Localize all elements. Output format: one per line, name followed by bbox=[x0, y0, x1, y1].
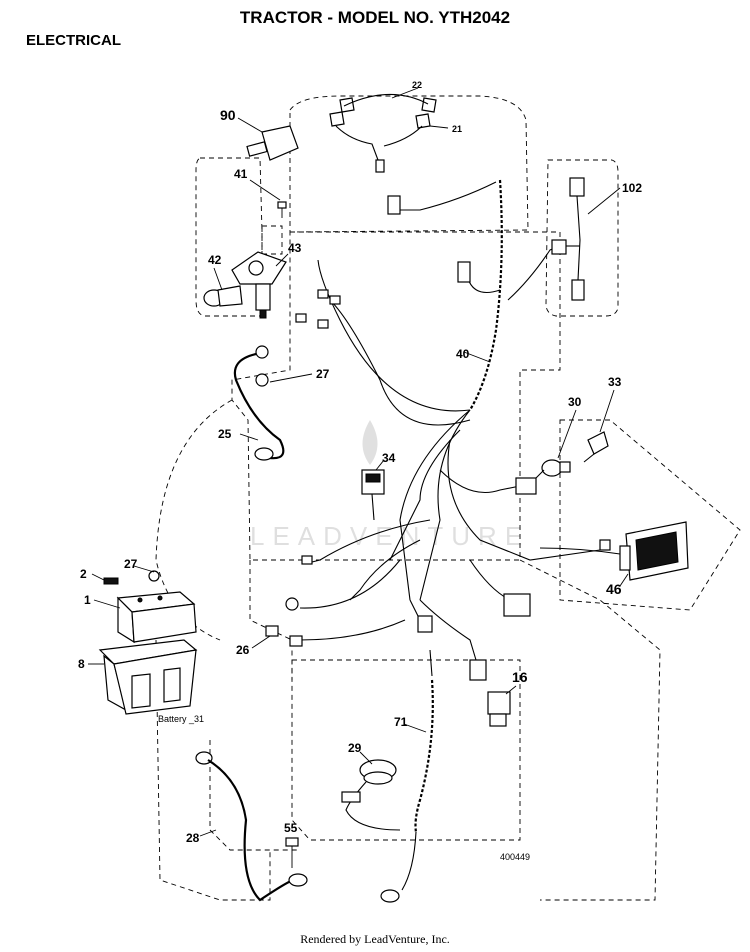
tractor-outline bbox=[155, 95, 741, 901]
callout-8: 8 bbox=[78, 657, 85, 671]
coiled-cable-71 bbox=[380, 649, 434, 903]
callout-34: 34 bbox=[382, 451, 396, 465]
ignition-switch-43 bbox=[231, 251, 287, 319]
watermark-logo: LEADVENTURE bbox=[250, 420, 530, 551]
main-harness-40 bbox=[299, 179, 601, 661]
callout-42: 42 bbox=[208, 253, 222, 267]
hour-meter-46 bbox=[539, 521, 689, 581]
callout-71: 71 bbox=[394, 715, 408, 729]
svg-text:LEADVENTURE: LEADVENTURE bbox=[250, 521, 530, 551]
callout-22: 22 bbox=[412, 80, 422, 90]
callout-90: 90 bbox=[220, 107, 236, 123]
callout-46: 46 bbox=[606, 581, 622, 597]
harness-connectors bbox=[295, 289, 537, 681]
switch-33 bbox=[583, 431, 609, 463]
callout-1: 1 bbox=[84, 593, 91, 607]
callout-21: 21 bbox=[452, 124, 462, 134]
relay-16 bbox=[487, 691, 511, 727]
callout-25: 25 bbox=[218, 427, 232, 441]
seat-switch-29 bbox=[341, 759, 401, 831]
callout-43: 43 bbox=[288, 241, 302, 255]
callout-55: 55 bbox=[284, 821, 298, 835]
callout-30: 30 bbox=[568, 395, 582, 409]
wire-102 bbox=[566, 177, 585, 301]
callout-40: 40 bbox=[456, 347, 470, 361]
footer-credit: Rendered by LeadVenture, Inc. bbox=[300, 932, 450, 946]
battery-note: Battery _31 bbox=[158, 714, 204, 724]
headlights-22 bbox=[329, 93, 437, 173]
section-title: ELECTRICAL bbox=[26, 32, 121, 49]
callout-2: 2 bbox=[80, 567, 87, 581]
callout-29: 29 bbox=[348, 741, 362, 755]
callout-33: 33 bbox=[608, 375, 622, 389]
drawing-number: 400449 bbox=[500, 852, 530, 862]
callout-27-battery: 27 bbox=[124, 557, 138, 571]
battery-cable-28 bbox=[195, 751, 308, 902]
switch-34 bbox=[361, 469, 385, 521]
callout-102: 102 bbox=[622, 181, 642, 195]
screw-41 bbox=[277, 201, 287, 218]
callout-41: 41 bbox=[234, 167, 248, 181]
bolt-55 bbox=[285, 837, 299, 868]
sensor-30 bbox=[535, 459, 571, 479]
callout-26: 26 bbox=[236, 643, 250, 657]
ignition-key-90 bbox=[246, 125, 299, 161]
callout-27-nut: 27 bbox=[316, 367, 330, 381]
callout-16: 16 bbox=[512, 669, 528, 685]
battery-assembly bbox=[98, 570, 198, 715]
callout-28: 28 bbox=[186, 831, 200, 845]
page-title: TRACTOR - MODEL NO. YTH2042 bbox=[239, 8, 511, 27]
connector-26 bbox=[265, 597, 303, 647]
ground-wire-25 bbox=[233, 345, 285, 461]
boot-42 bbox=[203, 285, 243, 307]
